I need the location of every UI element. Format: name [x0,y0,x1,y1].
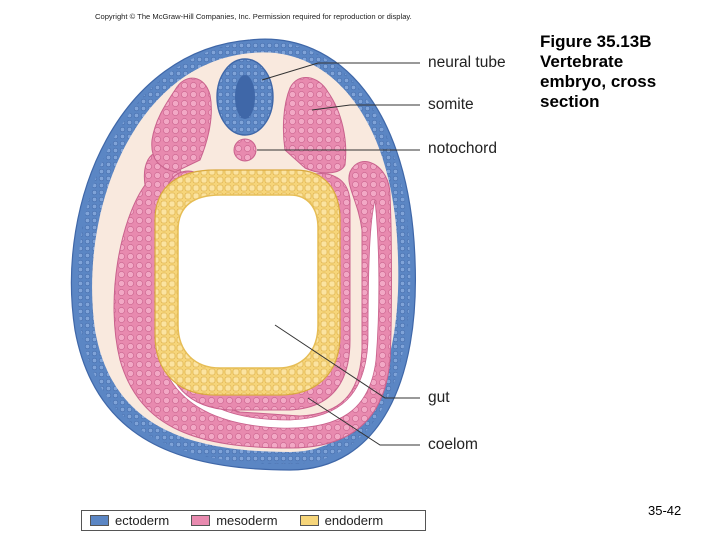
legend-label-endoderm: endoderm [324,513,384,528]
label-neural-tube: neural tube [428,54,506,71]
legend-label-ectoderm: ectoderm [115,513,170,528]
leader-gut [274,324,420,399]
notochord [233,138,257,162]
legend-swatch-ectoderm [90,515,109,526]
label-somite: somite [428,96,474,113]
leader-coelom [307,397,420,446]
neural-tube-lumen [235,75,255,119]
label-coelom: coelom [428,436,478,453]
somite-left [151,77,212,173]
gut-lumen [177,194,319,369]
figure-title: Figure 35.13B Vertebrate embryo, cross s… [540,32,657,111]
legend-swatch-mesoderm [191,515,211,526]
legend-item-endoderm: endoderm [299,513,384,528]
slide-number: 35-42 [648,503,682,518]
leader-lines [257,62,420,446]
label-notochord: notochord [428,140,497,157]
label-gut: gut [428,389,450,406]
legend-label-mesoderm: mesoderm [216,513,278,528]
legend-swatch-endoderm [299,515,319,526]
leader-somite [311,104,420,111]
legend-item-ectoderm: ectoderm [90,513,169,528]
leader-neural-tube [261,62,420,81]
somite-right [282,77,347,174]
legend-item-mesoderm: mesoderm [191,513,278,528]
copyright-notice: Copyright © The McGraw-Hill Companies, I… [95,12,412,21]
tissue-legend: ectoderm mesoderm endoderm [81,510,426,531]
